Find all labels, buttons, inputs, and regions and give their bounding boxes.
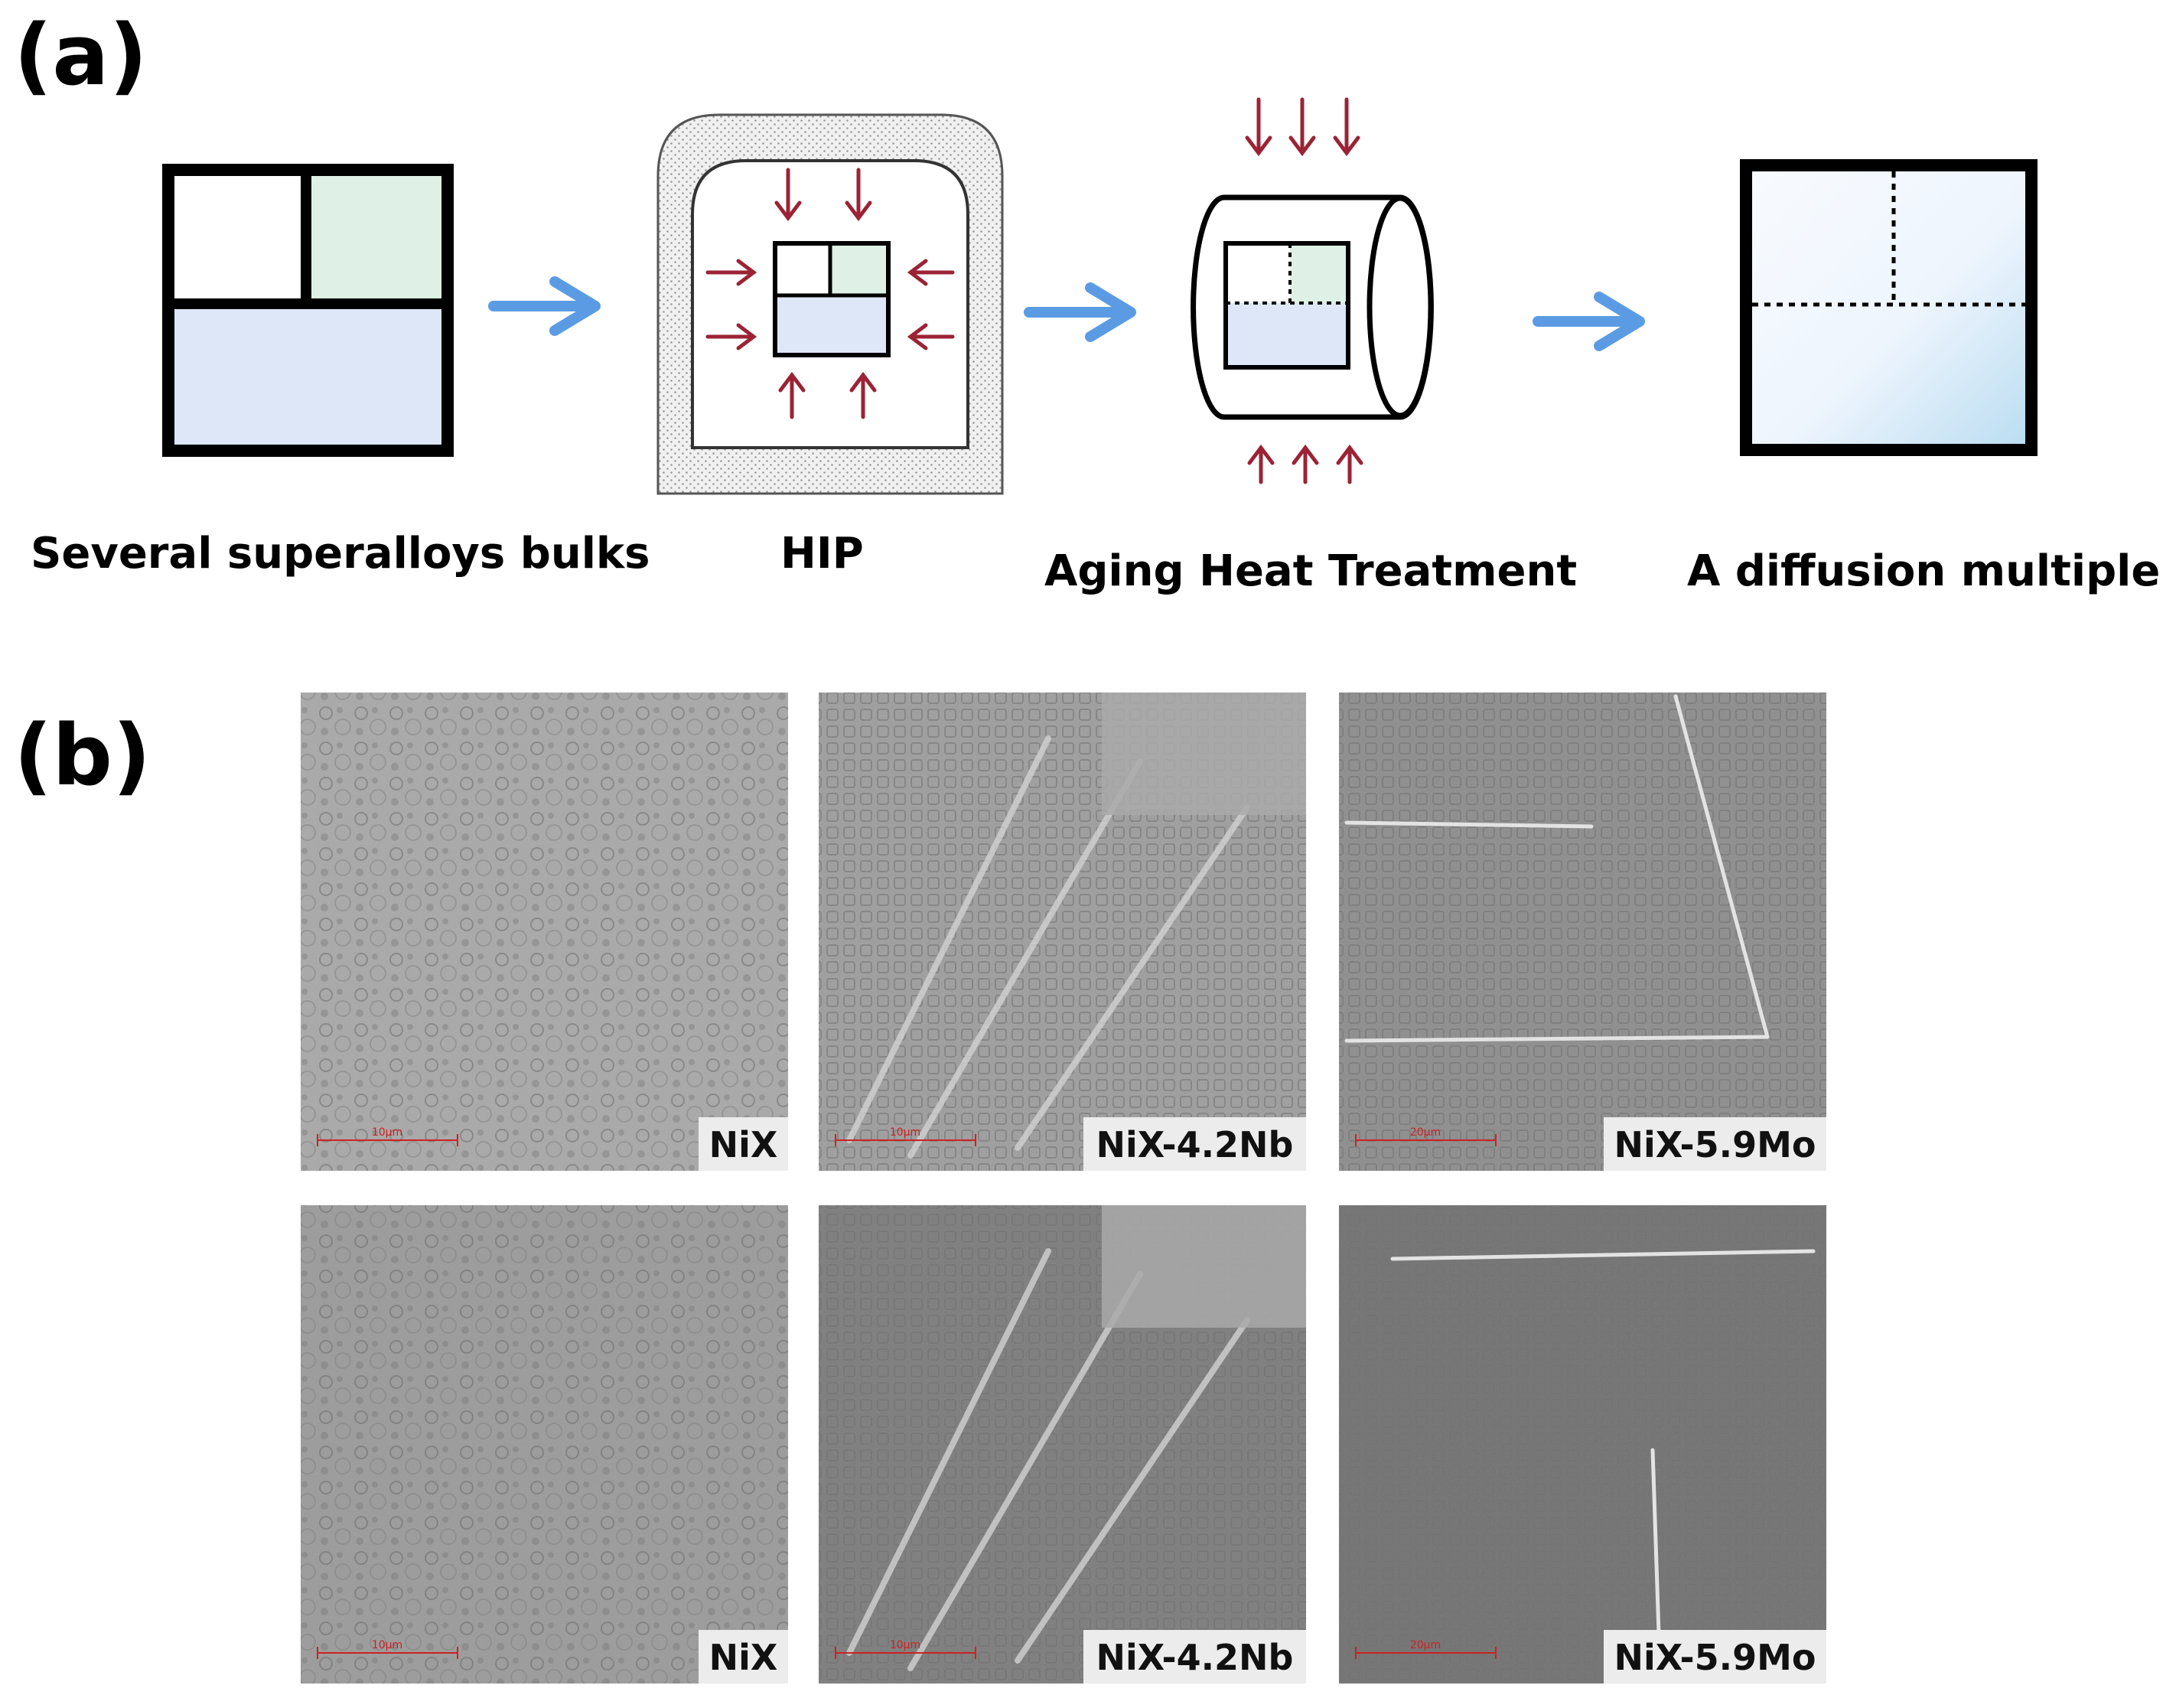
scale-bar-label: 20μm <box>1410 1126 1441 1139</box>
micrograph-nix-59mo-row2: 20μm NiX-5.9Mo <box>1339 1205 1826 1684</box>
sample-label: NiX-5.9Mo <box>1614 1124 1816 1165</box>
sample-label: NiX-5.9Mo <box>1614 1637 1816 1678</box>
scale-bar-label: 20μm <box>1410 1639 1441 1651</box>
sample-label: NiX-4.2Nb <box>1096 1124 1294 1165</box>
sample-label: NiX <box>709 1124 778 1165</box>
micrograph-nix-42nb-row2: 10μm NiX-4.2Nb <box>819 1205 1306 1684</box>
hip-pressure-arrows <box>705 168 955 419</box>
caption-aging-heat-treatment: Aging Heat Treatment <box>1044 546 1577 596</box>
sample-label: NiX <box>709 1637 778 1678</box>
scale-bar-label: 10μm <box>372 1126 402 1139</box>
scale-bar-label: 10μm <box>372 1639 402 1651</box>
flow-arrow-1 <box>488 276 601 336</box>
caption-diffusion-multiple: A diffusion multiple <box>1687 546 2160 596</box>
hip-can-diagram <box>656 113 1004 495</box>
flow-arrow-3 <box>1533 292 1645 351</box>
scale-bar <box>317 1647 458 1659</box>
scale-bar <box>317 1134 458 1146</box>
scale-bar <box>1355 1647 1497 1659</box>
flow-arrow-2 <box>1024 282 1136 342</box>
scale-bar <box>1355 1134 1497 1146</box>
aging-pressure-arrows <box>1245 97 1363 484</box>
micrograph-nix-row1: 10μm NiX <box>301 693 788 1171</box>
scale-bar-label: 10μm <box>890 1126 920 1139</box>
caption-superalloy-bulks: Several superalloys bulks <box>31 529 650 579</box>
aging-heat-treatment-diagram <box>1191 97 1434 484</box>
micrograph-nix-42nb-row1: 10μm NiX-4.2Nb <box>819 693 1306 1171</box>
micrograph-nix-row2: 10μm NiX <box>301 1205 788 1684</box>
scale-bar <box>835 1647 976 1659</box>
scale-bar-label: 10μm <box>890 1639 920 1651</box>
sample-label: NiX-4.2Nb <box>1096 1637 1294 1678</box>
superalloy-bulks-diagram <box>162 164 454 457</box>
panel-b-label: (b) <box>14 706 151 804</box>
scale-bar <box>835 1134 976 1146</box>
panel-a-label: (a) <box>14 6 148 104</box>
micrograph-nix-59mo-row1: 20μm NiX-5.9Mo <box>1339 693 1826 1171</box>
diffusion-multiple-diagram <box>1740 159 2038 456</box>
caption-hip: HIP <box>780 529 864 579</box>
